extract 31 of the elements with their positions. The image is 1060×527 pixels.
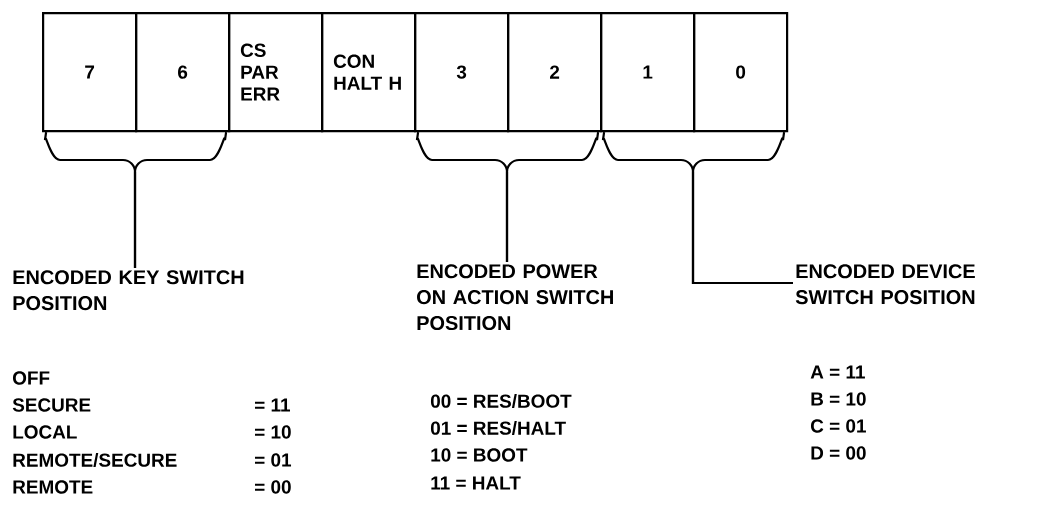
table-text: REMOTE/SECURE <box>13 452 177 468</box>
bit-cell: 3 <box>414 12 510 133</box>
brace-leader <box>691 132 793 285</box>
table-text: REMOTE <box>13 480 93 494</box>
table-text: 11 = HALT <box>431 476 521 490</box>
table-text: = 01 <box>255 453 292 467</box>
table-text: 10 = BOOT <box>431 448 528 462</box>
table-text: B = 10 <box>811 392 866 406</box>
table-text: 01 = RES/HALT <box>430 420 566 436</box>
brace-leader <box>505 132 600 262</box>
table-text: SECURE <box>12 398 91 412</box>
table-text: D = 00 <box>811 446 866 460</box>
bit-cell: CON HALT H <box>321 12 417 133</box>
bit-cell: 2 <box>507 12 603 133</box>
caption-text: ENCODED KEY SWITCH POSITION <box>13 270 244 311</box>
bit-cell: 0 <box>693 12 789 133</box>
table-text: C = 01 <box>811 419 866 433</box>
table-text: = 11 <box>255 398 290 412</box>
bit-cell: CS PAR ERR <box>228 12 324 133</box>
bit-cell: 6 <box>135 12 231 133</box>
brace-leader <box>133 132 228 268</box>
bit-cell: 1 <box>600 12 696 133</box>
table-text: = 10 <box>255 425 291 439</box>
table-text: 00 = RES/BOOT <box>430 393 572 409</box>
table-text: = 00 <box>255 480 291 494</box>
caption-text: ENCODED POWER ON ACTION SWITCH POSITION <box>417 264 613 331</box>
table-text: A = 11 <box>810 365 865 379</box>
bit-cell: 7 <box>42 12 138 133</box>
table-text: OFF <box>13 371 50 385</box>
caption-text: ENCODED DEVICE SWITCH POSITION <box>795 264 975 305</box>
table-text: LOCAL <box>13 425 77 439</box>
